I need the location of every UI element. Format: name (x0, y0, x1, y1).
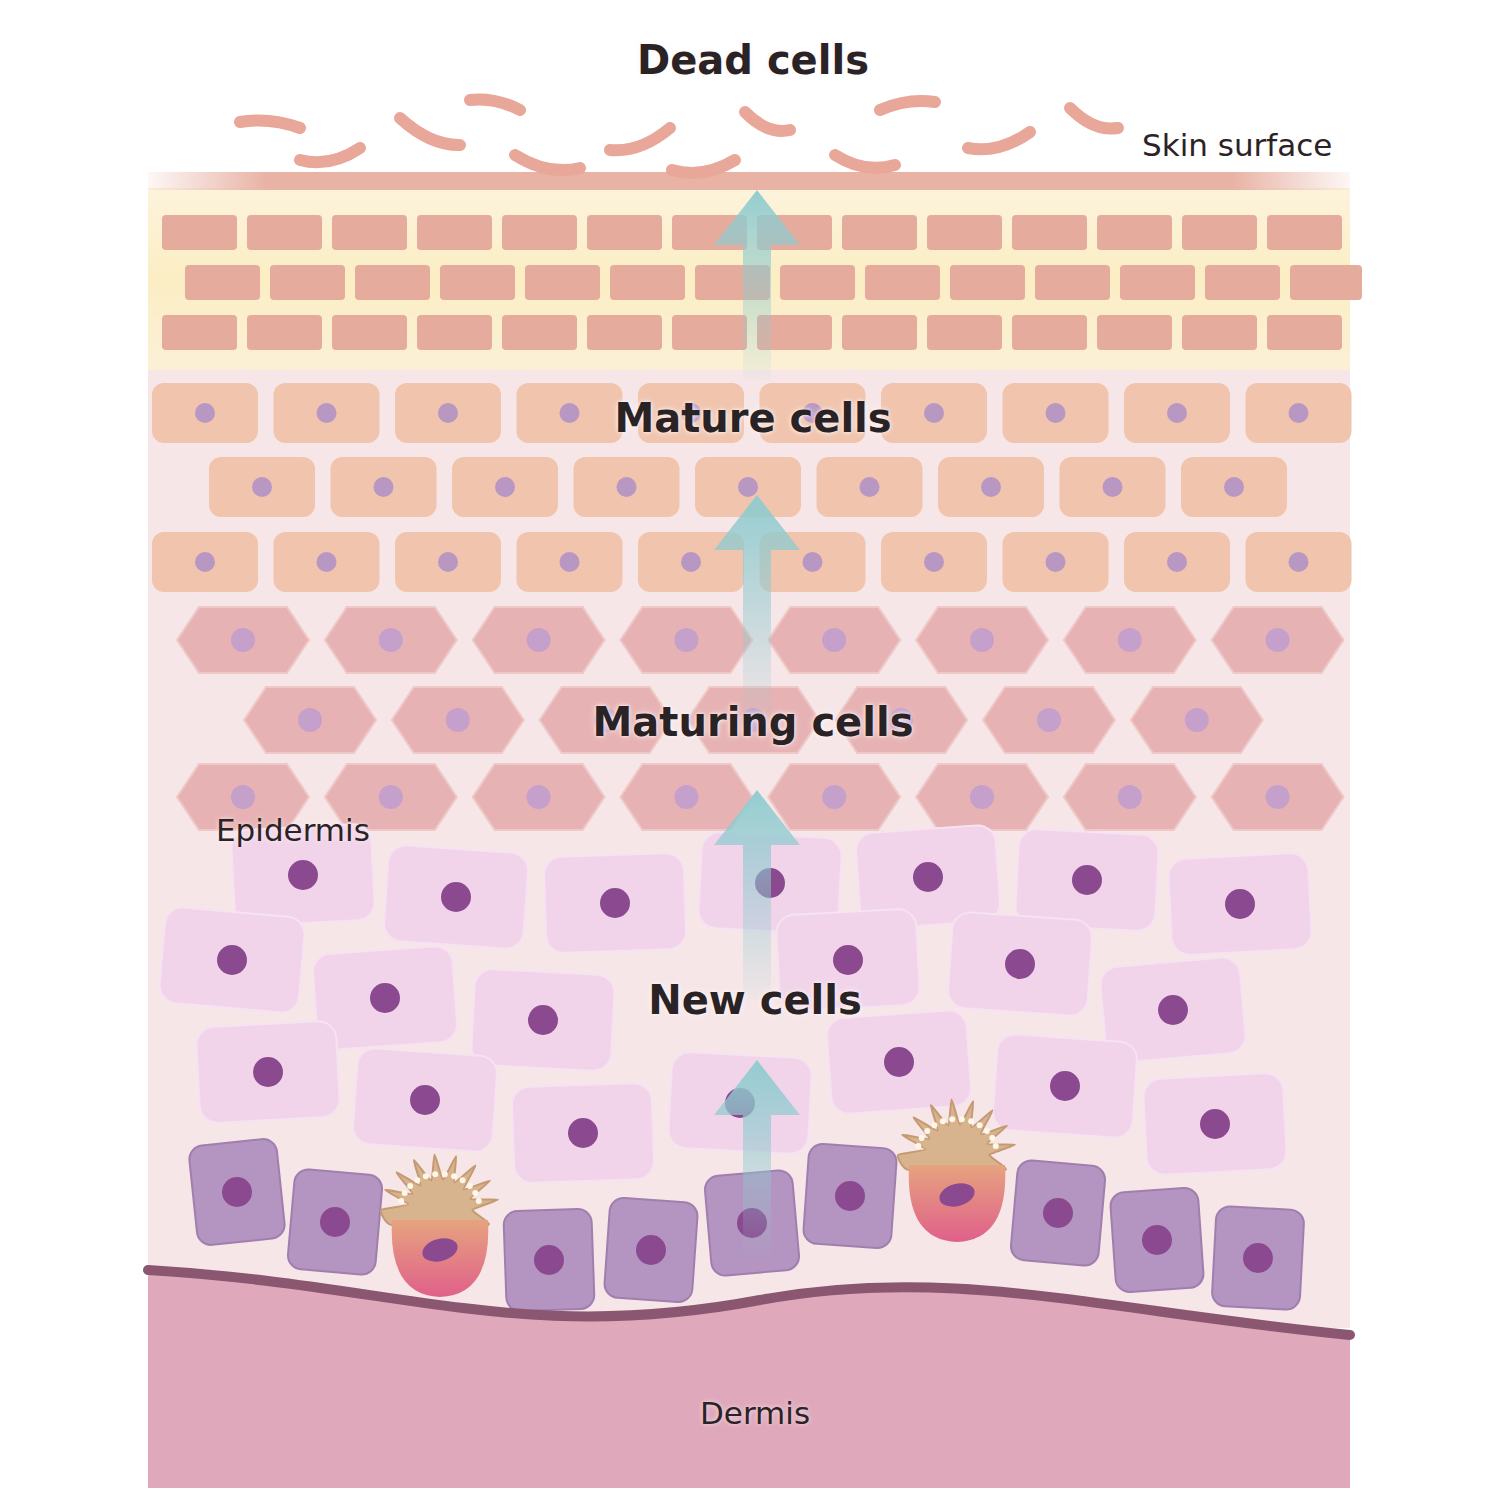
basement-membrane (148, 1270, 1350, 1335)
dermis-layer (148, 1270, 1350, 1488)
layer-label: New cells (648, 978, 862, 1022)
layer-label: Mature cells (614, 396, 891, 440)
layer-label: Maturing cells (593, 700, 914, 744)
title-label: Dead cells (637, 38, 869, 82)
skin-surface-line (148, 172, 1350, 190)
epidermis-ground (148, 368, 1350, 1328)
layer-label: Dermis (700, 1396, 810, 1430)
melanocyte (381, 1099, 1015, 1297)
layer-label: Skin surface (1142, 128, 1332, 162)
new-cells (158, 823, 1312, 1183)
layer-label: Epidermis (216, 813, 370, 847)
dead-cell-flakes (240, 99, 1118, 172)
